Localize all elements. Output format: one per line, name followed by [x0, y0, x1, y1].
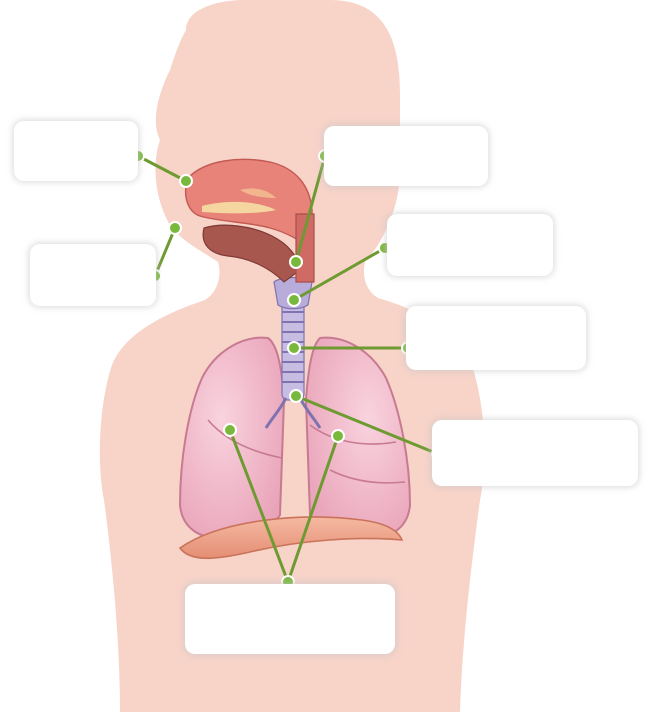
leader-dot — [290, 256, 302, 268]
label-box-pharynx[interactable] — [324, 126, 488, 186]
leader-dot — [224, 424, 236, 436]
label-box-lungs[interactable] — [185, 584, 395, 654]
leader-dot — [288, 342, 300, 354]
label-box-larynx[interactable] — [387, 214, 553, 276]
label-box-mouth[interactable] — [30, 244, 156, 306]
leader-dot — [288, 294, 300, 306]
leader-dot — [290, 390, 302, 402]
leader-line-3 — [155, 228, 175, 276]
leader-dot — [169, 222, 181, 234]
label-box-nasal-cavity[interactable] — [14, 121, 138, 181]
leader-dot — [180, 175, 192, 187]
label-box-trachea[interactable] — [406, 306, 586, 370]
label-box-bronchi[interactable] — [432, 420, 638, 486]
leader-dot — [332, 430, 344, 442]
